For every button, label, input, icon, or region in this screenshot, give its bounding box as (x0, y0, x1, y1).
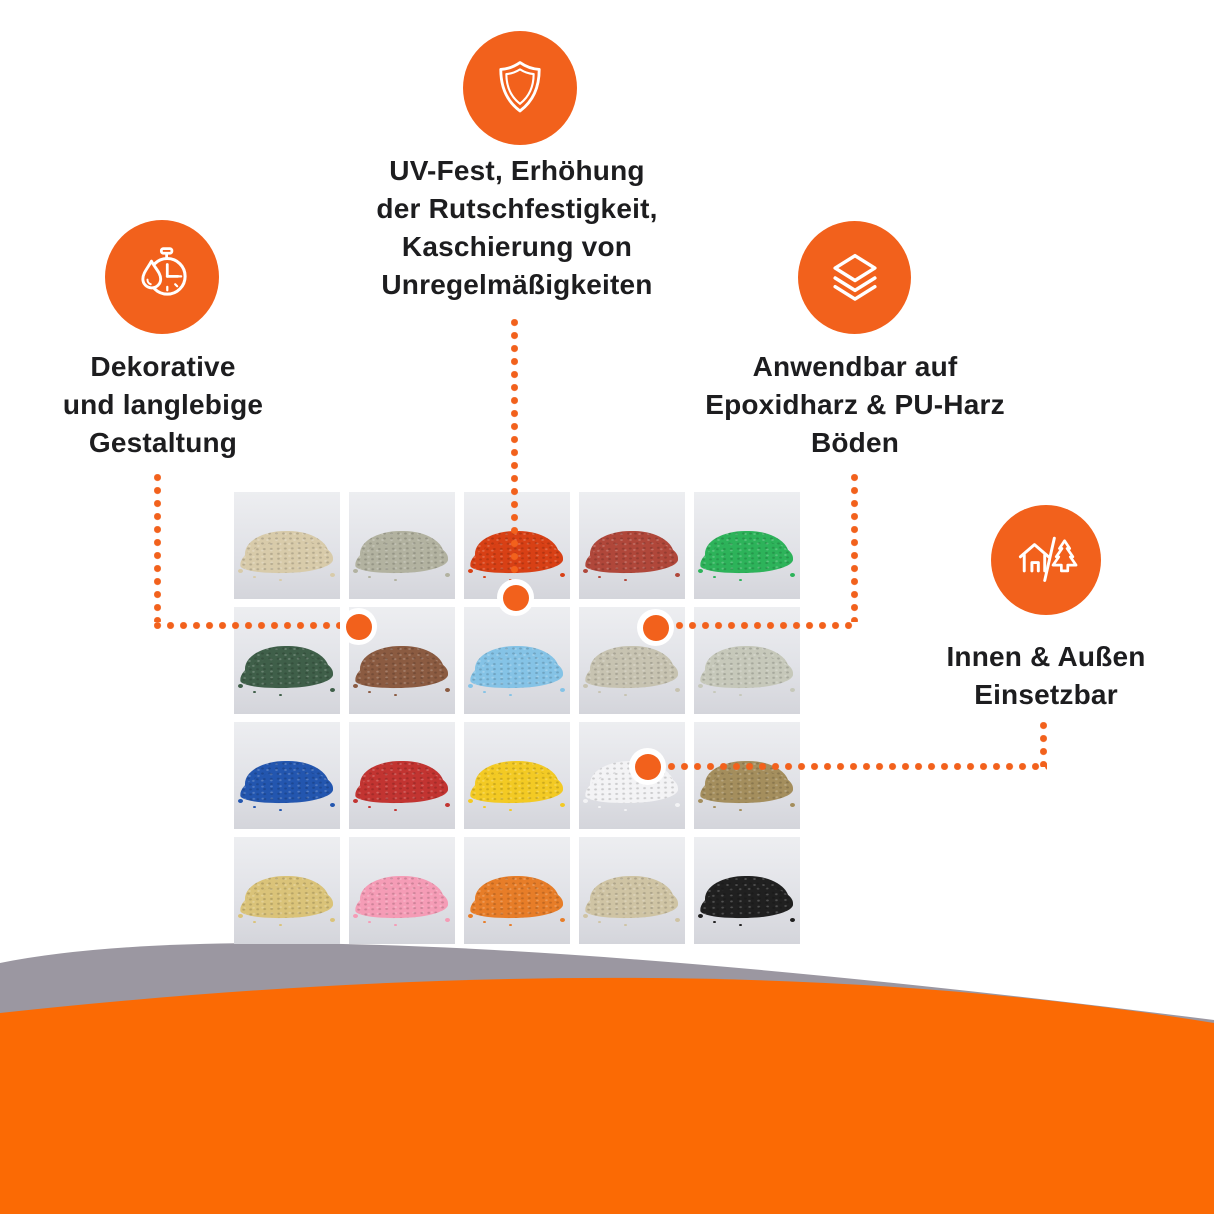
swatch-cell (349, 722, 455, 829)
decorative-feature-badge (105, 220, 219, 334)
gold-flakes-pile (237, 875, 330, 918)
dark-green-flakes-pile (237, 645, 330, 688)
decorative-connector-dot (340, 608, 377, 645)
swatch-cell (694, 722, 800, 829)
decorative-feature-line: Gestaltung (88, 427, 238, 458)
swatch-cell (464, 722, 570, 829)
yellow-flakes-pile (467, 760, 560, 803)
resin-feature-text: Anwendbar auf Epoxidharz & PU-Harz Böden (675, 348, 1035, 462)
brick-red-flakes-pile (582, 530, 675, 573)
swatch-cell (579, 492, 685, 599)
resin-connector-line-horizontal (676, 622, 858, 629)
sage-grey-flakes-pile (352, 530, 445, 573)
indoor-outdoor-feature-line: Einsetzbar (974, 679, 1118, 710)
layers-icon (832, 253, 877, 301)
orange-flakes-pile (467, 875, 560, 918)
indoor-outdoor-connector-dot (629, 748, 666, 785)
swatch-cell (694, 492, 800, 599)
pink-flakes-pile (352, 875, 445, 918)
uv-feature-badge (463, 31, 577, 145)
swatch-cell (234, 722, 340, 829)
red-flakes-pile (352, 760, 445, 803)
decorative-connector-line-horizontal (154, 622, 340, 629)
uv-feature-text: UV-Fest, Erhöhung der Rutschfestigkeit, … (307, 152, 727, 304)
indoor-outdoor-feature-line: Innen & Außen (946, 641, 1146, 672)
uv-feature-line: Unregelmäßigkeiten (381, 269, 653, 300)
resin-connector-dot (637, 609, 674, 646)
stopwatch-waterdrop-icon (141, 247, 187, 296)
cream-flakes-pile (237, 530, 330, 573)
brown-flakes-pile (352, 645, 445, 688)
resin-feature-line: Epoxidharz & PU-Harz (705, 389, 1005, 420)
swatch-cell (464, 837, 570, 944)
uv-feature-line: UV-Fest, Erhöhung (389, 155, 645, 186)
resin-feature-badge (798, 221, 911, 334)
decorative-feature-text: Dekorative und langlebige Gestaltung (13, 348, 313, 462)
orange-wave-shape (0, 977, 1214, 1214)
indoor-outdoor-connector-line-horizontal (668, 763, 1047, 770)
decorative-feature-line: und langlebige (62, 389, 264, 420)
pale-grey-green-flakes-pile (697, 645, 790, 688)
light-grey-flakes-pile (582, 645, 675, 688)
light-blue-flakes-pile (467, 645, 560, 688)
uv-feature-line: der Rutschfestigkeit, (376, 193, 658, 224)
flake-swatch-grid (234, 492, 800, 944)
decorative-connector-line-vertical (154, 474, 161, 622)
swatch-cell (579, 722, 685, 829)
indoor-outdoor-feature-text: Innen & Außen Einsetzbar (916, 638, 1176, 714)
uv-connector-line (511, 319, 518, 579)
uv-connector-dot (497, 579, 534, 616)
swatch-cell (464, 607, 570, 714)
resin-feature-line: Anwendbar auf (752, 351, 958, 382)
resin-connector-line-vertical (851, 474, 858, 622)
swatch-cell (349, 492, 455, 599)
house-tree-icon (1018, 536, 1078, 582)
decorative-feature-line: Dekorative (90, 351, 236, 382)
green-flakes-pile (697, 530, 790, 573)
swatch-cell (349, 837, 455, 944)
swatch-cell (579, 607, 685, 714)
indoor-outdoor-connector-line-vertical (1040, 722, 1047, 767)
swatch-cell (694, 837, 800, 944)
swatch-cell (579, 837, 685, 944)
sand-flakes-pile (582, 875, 675, 918)
uv-feature-line: Kaschierung von (401, 231, 633, 262)
shield-icon (499, 61, 541, 113)
swatch-cell (234, 837, 340, 944)
indoor-outdoor-feature-badge (991, 505, 1101, 615)
blue-flakes-pile (237, 760, 330, 803)
resin-feature-line: Böden (810, 427, 900, 458)
swatch-cell (234, 492, 340, 599)
black-flakes-pile (697, 875, 790, 918)
